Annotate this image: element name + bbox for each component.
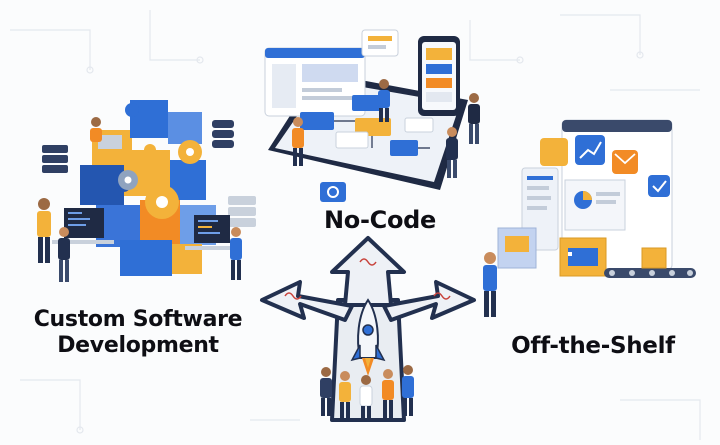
person	[230, 227, 242, 280]
person	[378, 79, 390, 122]
custom-software-label-line2: Development	[57, 333, 219, 358]
team-group	[320, 365, 414, 422]
person	[446, 127, 458, 178]
chart-icon	[575, 135, 605, 165]
custom-software-label-line1: Custom Software	[33, 307, 243, 332]
person	[292, 117, 304, 166]
off-the-shelf-label: Off-the-Shelf	[511, 333, 675, 359]
circuit-background	[10, 10, 701, 440]
person	[339, 371, 351, 418]
rocket-icon	[350, 298, 386, 376]
custom-software-label: Custom Software Development	[18, 307, 258, 359]
no-code-label: No-Code	[324, 206, 436, 234]
code-monitor	[185, 215, 235, 250]
no-code-illustration	[264, 29, 480, 202]
browser-window	[264, 47, 366, 117]
gear-icon	[327, 186, 339, 198]
person	[90, 117, 102, 142]
person	[58, 227, 70, 282]
puzzle-icon	[80, 100, 216, 276]
calendar-icon	[540, 138, 568, 166]
code-monitor	[52, 208, 114, 244]
person	[37, 198, 51, 263]
off-the-shelf-illustration	[483, 119, 696, 317]
person	[359, 375, 373, 422]
person	[402, 365, 414, 416]
mobile-phone	[418, 36, 460, 116]
block-icon	[300, 112, 334, 130]
custom-software-illustration	[37, 100, 256, 282]
person	[483, 252, 497, 317]
person	[320, 367, 332, 416]
person	[468, 93, 480, 144]
server-icon	[42, 145, 256, 227]
gear-card	[320, 182, 346, 202]
person	[382, 369, 394, 418]
check-icon	[648, 175, 670, 197]
database-icon	[212, 120, 234, 148]
gear-icon	[118, 140, 202, 219]
